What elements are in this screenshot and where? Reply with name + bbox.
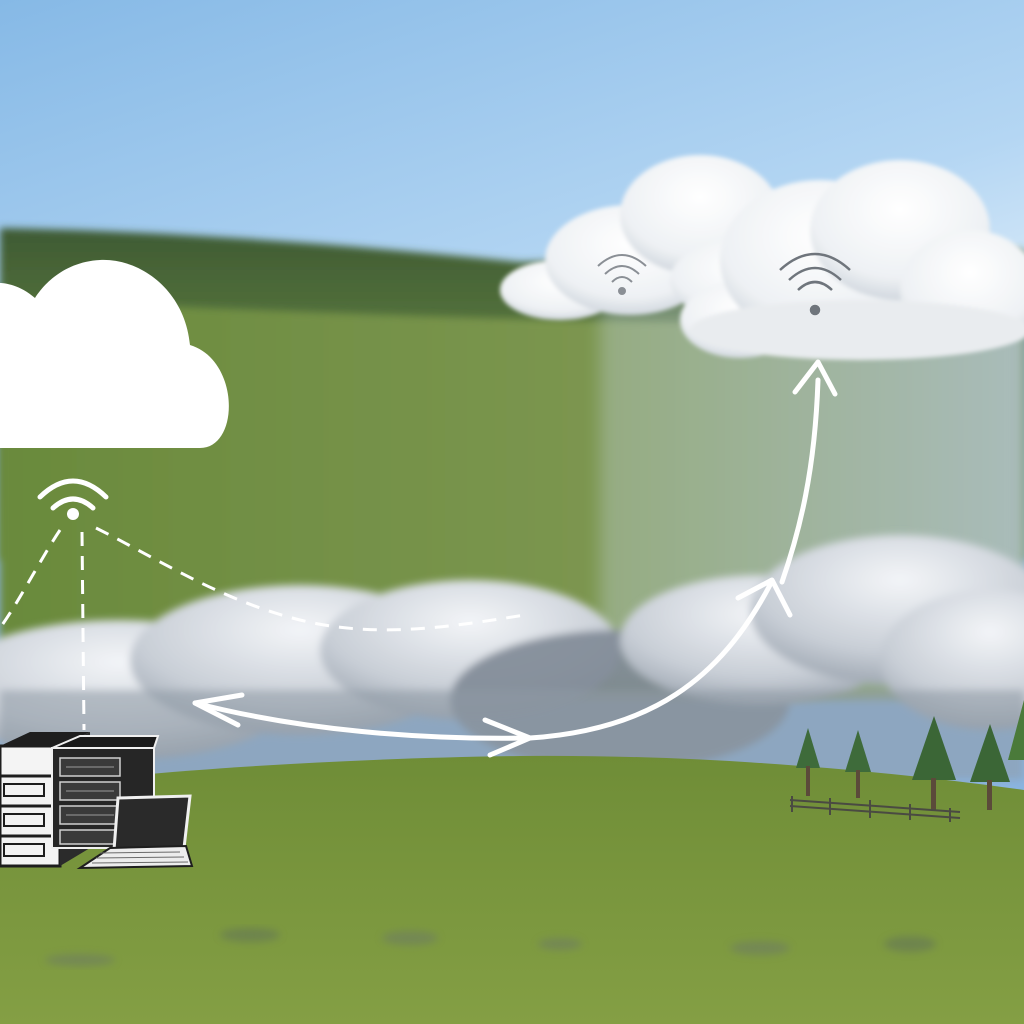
wifi-icon xyxy=(597,254,647,295)
laptop-icon xyxy=(76,794,194,870)
tree-icon xyxy=(970,724,1010,810)
wifi-icon xyxy=(37,478,109,520)
tree-icon xyxy=(1008,700,1024,760)
wifi-icon xyxy=(779,252,851,316)
grass-blur-patches xyxy=(45,928,936,966)
cloud-pair xyxy=(500,155,1024,360)
tree-icon xyxy=(796,728,820,796)
cloud-right xyxy=(680,160,1024,360)
trees xyxy=(796,700,1024,810)
signal-lines xyxy=(0,526,526,731)
tree-icon xyxy=(912,716,956,810)
cloud-icon xyxy=(0,259,229,448)
tree-icon xyxy=(845,730,871,798)
foreground-grass xyxy=(0,755,1024,1024)
connection-arrows xyxy=(192,359,838,758)
fence-icon xyxy=(789,796,961,822)
